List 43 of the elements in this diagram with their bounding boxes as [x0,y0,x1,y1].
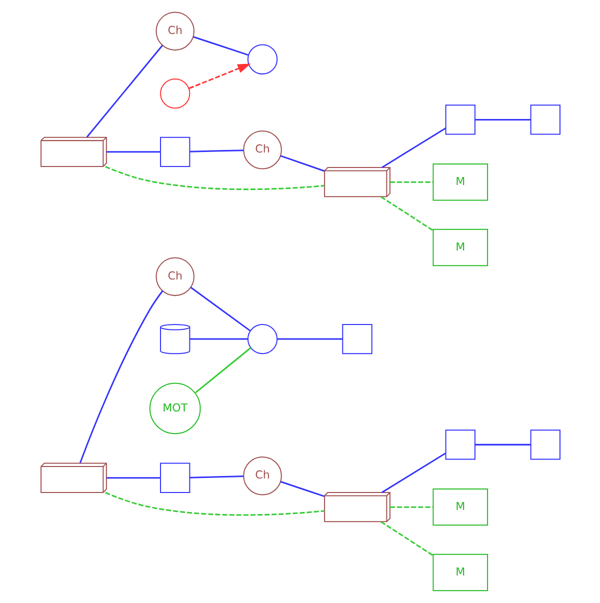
connector [189,476,244,478]
node-circle [246,324,278,354]
connector [104,492,324,516]
node-circle: Ch [155,12,194,51]
connector [106,477,160,479]
connector [86,44,162,138]
connector [190,286,250,332]
connector [381,452,446,494]
node-circle: Ch [242,456,282,496]
node-box [342,324,372,354]
connector [389,506,433,508]
connector [194,347,251,394]
connector [389,181,433,183]
connector [189,150,244,152]
connector [474,444,530,446]
connector [106,151,160,153]
node-box [160,462,190,493]
connector [474,118,530,120]
node-box: M [432,228,488,266]
node-circle [160,78,190,109]
node-circle: Ch [155,257,194,296]
node-box: M [432,554,488,592]
node-box [530,104,560,135]
node-box [160,136,190,167]
arrow [188,64,250,90]
connector [192,36,248,56]
connector [189,338,248,340]
node-circle [246,44,278,74]
connector [380,521,434,556]
connector [380,196,434,232]
connector [276,338,342,340]
node-box [530,430,560,460]
node-box [444,430,475,460]
connector [104,166,324,190]
connector [280,155,324,172]
node-circle: MOT [148,382,200,434]
connector [78,290,163,464]
node-box: M [432,488,488,526]
node-box [444,104,475,135]
node-box: M [432,163,488,201]
connector [381,127,446,168]
node-circle: Ch [242,130,282,170]
connector [280,480,324,498]
